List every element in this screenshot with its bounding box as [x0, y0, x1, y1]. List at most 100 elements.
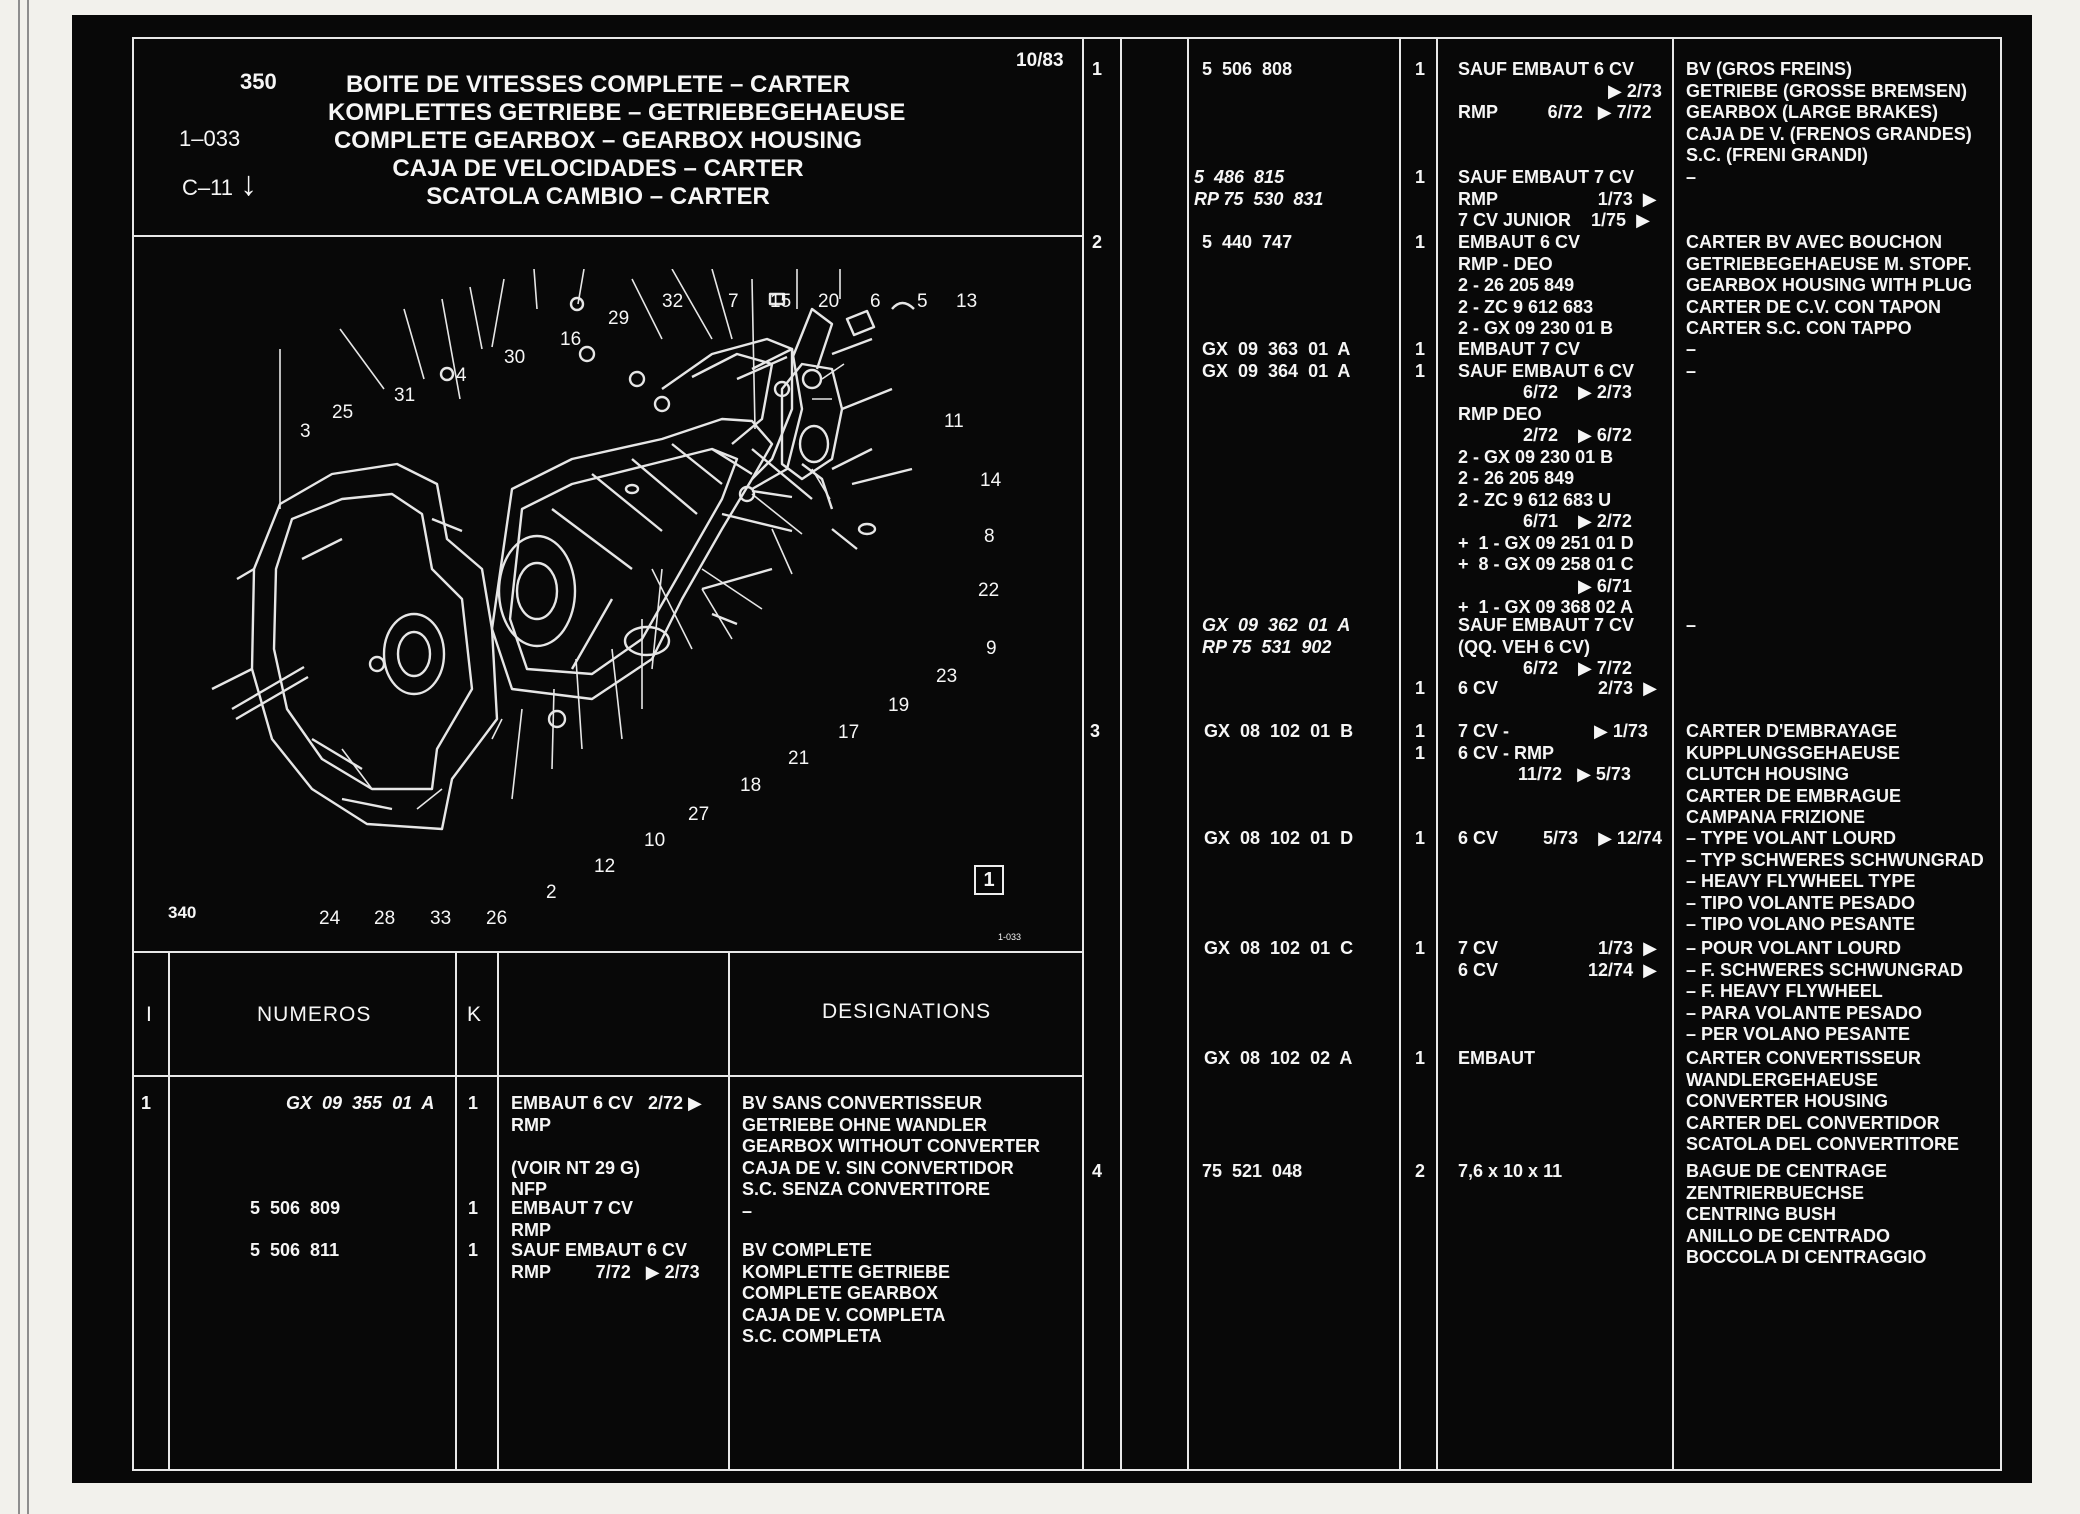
- fitment-condition: SAUF EMBAUT 6 CV ▶ 2/73 RMP 6/72 ▶ 7/72: [1458, 59, 1662, 122]
- callout-5: 5: [917, 291, 928, 312]
- column-header-index: I: [146, 1003, 153, 1026]
- divider-line: [132, 1075, 1082, 1077]
- fitment-condition: EMBAUT 7 CV SAUF EMBAUT 6 CV 6/72 ▶ 2/73…: [1458, 339, 1635, 617]
- divider-line: [455, 951, 457, 1469]
- fitment-condition: 6 CV 2/73 ▶: [1458, 678, 1657, 698]
- part-number: 5 506 809: [250, 1198, 341, 1218]
- quantity: 1: [1415, 938, 1426, 958]
- sheet-frame: [132, 37, 2002, 1471]
- quantity: 1 1: [1415, 339, 1426, 381]
- down-arrow-icon: ↓: [240, 165, 257, 203]
- quantity: 1: [1415, 828, 1426, 848]
- designation: BV (GROS FREINS) GETRIEBE (GROSSE BREMSE…: [1686, 59, 1972, 165]
- part-number: 75 521 048: [1202, 1161, 1303, 1181]
- part-number: 5 506 811: [250, 1240, 340, 1260]
- callout-20: 20: [818, 291, 840, 312]
- designation: BV SANS CONVERTISSEUR GETRIEBE OHNE WAND…: [742, 1093, 1041, 1221]
- callout-2: 2: [546, 882, 557, 903]
- fitment-condition: EMBAUT 6 CV 2/72 ▶ RMP (VOIR NT 29 G) NF…: [511, 1093, 702, 1199]
- ref-code: 1–033: [179, 126, 241, 151]
- callout-3: 3: [300, 421, 311, 442]
- page-ref: 340: [168, 903, 197, 922]
- part-number: 5 440 747: [1202, 232, 1293, 252]
- callout-33: 33: [430, 908, 452, 929]
- callout-21: 21: [788, 748, 810, 769]
- quantity: 1: [468, 1093, 479, 1113]
- callout-31: 31: [394, 385, 416, 406]
- callout-22: 22: [978, 580, 1000, 601]
- designation: BAGUE DE CENTRAGE ZENTRIERBUECHSE CENTRI…: [1686, 1161, 1927, 1267]
- title-de: KOMPLETTES GETRIEBE – GETRIEBEGEHAEUSE: [328, 99, 906, 126]
- fitment-condition: EMBAUT: [1458, 1048, 1535, 1068]
- designation: – POUR VOLANT LOURD – F. SCHWERES SCHWUN…: [1686, 938, 1964, 1044]
- quantity: 1 1: [1415, 721, 1426, 763]
- callout-7: 7: [728, 291, 739, 312]
- page-number: 350: [240, 69, 277, 94]
- designation: CARTER D'EMBRAYAGE KUPPLUNGSGEHAEUSE CLU…: [1686, 721, 1902, 827]
- callout-4: 4: [456, 365, 467, 386]
- row-index: 3: [1090, 721, 1101, 741]
- part-number: 5 486 815 RP 75 530 831: [1194, 167, 1324, 209]
- part-number: GX 08 102 02 A: [1204, 1048, 1353, 1068]
- title-es: CAJA DE VELOCIDADES – CARTER: [392, 155, 804, 182]
- callout-11: 11: [944, 411, 964, 432]
- divider-line: [168, 951, 170, 1469]
- row-index: 1: [141, 1093, 152, 1113]
- part-number: GX 08 102 01 C: [1204, 938, 1354, 958]
- callout-25: 25: [332, 402, 354, 423]
- callout-13: 13: [956, 291, 978, 312]
- column-header-k: K: [467, 1003, 483, 1026]
- fitment-condition: 7 CV 1/73 ▶ 6 CV 12/74 ▶: [1458, 938, 1657, 980]
- figure-number: 1: [974, 865, 1004, 895]
- divider-line: [728, 951, 730, 1469]
- callout-30: 30: [504, 347, 526, 368]
- gearbox-exploded-diagram: 3 25 31 4 30 16 29 32 7 15 20 6 5 13 11 …: [211, 269, 915, 831]
- quantity: 1: [468, 1198, 479, 1218]
- divider-line: [1082, 37, 1084, 1469]
- fitment-condition: EMBAUT 6 CV RMP - DEO 2 - 26 205 849 2 -…: [1458, 232, 1614, 338]
- callout-32: 32: [662, 291, 684, 312]
- figure-code: 1-033: [998, 932, 1022, 942]
- fitment-condition: SAUF EMBAUT 7 CV (QQ. VEH 6 CV) 6/72 ▶ 7…: [1458, 615, 1635, 678]
- part-number: GX 09 355 01 A: [286, 1093, 435, 1113]
- part-number: GX 09 362 01 A RP 75 531 902: [1202, 615, 1351, 657]
- designation: CARTER CONVERTISSEUR WANDLERGEHAEUSE CON…: [1686, 1048, 1960, 1154]
- edge-line: [18, 0, 20, 1514]
- divider-line: [1436, 37, 1438, 1469]
- divider-line: [1672, 37, 1674, 1469]
- divider-line: [132, 951, 1082, 953]
- callout-24: 24: [319, 908, 341, 929]
- callout-10: 10: [644, 830, 666, 851]
- callout-17: 17: [838, 722, 860, 743]
- callout-19: 19: [888, 695, 910, 716]
- callout-18: 18: [740, 775, 762, 796]
- quantity: 1: [1415, 1048, 1426, 1068]
- part-number: GX 08 102 01 D: [1204, 828, 1354, 848]
- column-header-numeros: NUMEROS: [257, 1003, 372, 1026]
- quantity: 2: [1415, 1161, 1426, 1181]
- title-it: SCATOLA CAMBIO – CARTER: [426, 183, 770, 210]
- quantity: 1: [1415, 59, 1426, 79]
- callout-28: 28: [374, 908, 396, 929]
- callout-29: 29: [608, 308, 630, 329]
- designation: BV COMPLETE KOMPLETTE GETRIEBE COMPLETE …: [742, 1240, 951, 1346]
- part-number: 5 506 808: [1202, 59, 1293, 79]
- row-index: 1: [1092, 59, 1103, 79]
- quantity: 1: [468, 1240, 479, 1260]
- designation: –: [1686, 167, 1697, 187]
- divider-line: [1187, 37, 1189, 1469]
- row-index: 2: [1092, 232, 1103, 252]
- callout-27: 27: [688, 804, 710, 825]
- callout-8: 8: [984, 526, 995, 547]
- fitment-condition: SAUF EMBAUT 7 CV RMP 1/73 ▶ 7 CV JUNIOR …: [1458, 167, 1657, 230]
- title-fr: BOITE DE VITESSES COMPLETE – CARTER: [345, 71, 851, 98]
- quantity: 1: [1415, 678, 1426, 698]
- callout-14: 14: [980, 470, 1002, 491]
- fitment-condition: SAUF EMBAUT 6 CV RMP 7/72 ▶ 2/73: [511, 1240, 700, 1282]
- fitment-condition: 7,6 x 10 x 11: [1458, 1161, 1563, 1181]
- fitment-condition: EMBAUT 7 CV RMP: [511, 1198, 634, 1240]
- callout-26: 26: [486, 908, 508, 929]
- callout-15: 15: [770, 291, 792, 312]
- group-code: C–11: [182, 175, 233, 200]
- part-number: GX 09 363 01 A GX 09 364 01 A: [1202, 339, 1351, 381]
